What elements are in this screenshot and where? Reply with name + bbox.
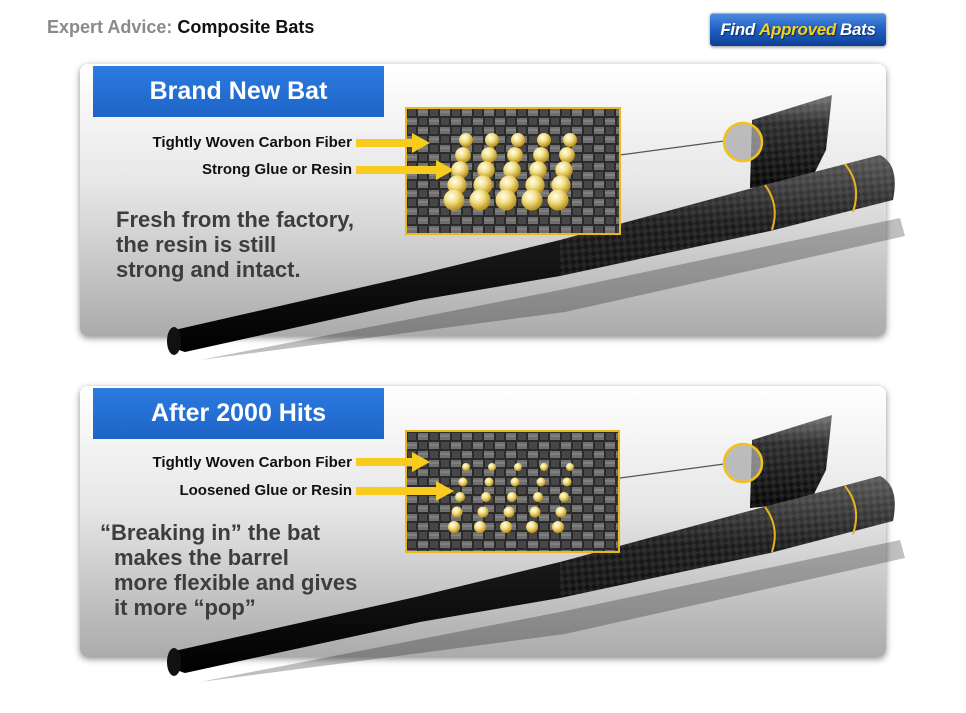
label-carbon-fiber: Tightly Woven Carbon Fiber [152,454,352,471]
resin-particle [533,492,543,502]
arrow-right-icon [356,452,430,472]
resin-particle [511,133,525,147]
resin-particle [533,147,549,163]
resin-particle [488,463,496,471]
resin-particle [451,161,469,179]
resin-particle [481,147,497,163]
resin-particle [562,477,572,487]
panel-title: After 2000 Hits [93,388,384,439]
resin-particle [481,492,491,502]
resin-particle [563,133,577,147]
page-title: Expert Advice: Composite Bats [47,17,314,38]
resin-particle [484,477,494,487]
resin-particle [537,133,551,147]
resin-particle [559,147,575,163]
desc-line: makes the barrel [114,545,289,570]
resin-particle [507,492,517,502]
resin-particle [462,463,470,471]
desc-line: the resin is still [116,232,277,257]
resin-particle [485,133,499,147]
resin-particle [459,133,473,147]
label-carbon-fiber: Tightly Woven Carbon Fiber [152,134,352,151]
resin-particle [469,189,491,211]
title-subject: Composite Bats [177,17,315,37]
resin-particle [455,492,465,502]
desc-line: Fresh from the factory, [116,207,354,232]
desc-line: “Breaking in” the bat [100,520,321,545]
resin-particle [529,161,547,179]
resin-particle [529,506,541,518]
resin-particle [477,506,489,518]
resin-particle [536,477,546,487]
find-approved-bats-button[interactable]: Find Approved Bats [710,13,886,46]
bat-knob [167,327,181,355]
resin-particle [448,521,460,533]
panel-description: Fresh from the factory, the resin is sti… [116,207,354,282]
resin-particle [474,521,486,533]
resin-particles-strong [443,133,577,211]
find-button-word-3: Bats [839,19,876,39]
resin-particle [555,161,573,179]
bat-shadow [200,540,905,682]
resin-particle [521,189,543,211]
resin-particle [510,477,520,487]
resin-particle [559,492,569,502]
resin-particle [443,189,465,211]
label-resin: Strong Glue or Resin [201,161,352,178]
resin-particle [555,506,567,518]
zoom-box-new [405,107,621,235]
resin-particle [458,477,468,487]
magnifier-circle-icon [722,121,764,163]
find-button-word-2: Approved [759,19,836,39]
bat-2 [167,415,905,682]
desc-line: it more “pop” [114,595,256,620]
desc-line: strong and intact. [116,257,301,282]
panel-title: Brand New Bat [93,66,384,117]
resin-particle [495,189,517,211]
resin-particle [477,161,495,179]
resin-particle [503,506,515,518]
magnifier-circle-icon [722,442,764,484]
resin-particle [503,161,521,179]
resin-particle [526,521,538,533]
bat-shadow [200,218,905,360]
label-resin: Loosened Glue or Resin [179,482,352,499]
bat-knob [167,648,181,676]
resin-particle [566,463,574,471]
resin-particle [500,521,512,533]
resin-particle [540,463,548,471]
arrow-right-icon [356,160,454,180]
resin-particle [507,147,523,163]
resin-particle [547,189,569,211]
title-prefix: Expert Advice: [47,17,173,37]
arrow-right-icon [356,133,430,153]
panel-description: “Breaking in” the bat makes the barrel m… [100,520,357,620]
resin-particle [451,506,463,518]
resin-particles-loose [448,463,574,533]
bat-1 [167,95,905,360]
resin-particle [552,521,564,533]
resin-particle [514,463,522,471]
find-button-word-1: Find [720,19,756,39]
arrow-right-icon [356,481,454,501]
resin-particle [455,147,471,163]
zoom-box-used [405,430,620,553]
desc-line: more flexible and gives [114,570,358,595]
